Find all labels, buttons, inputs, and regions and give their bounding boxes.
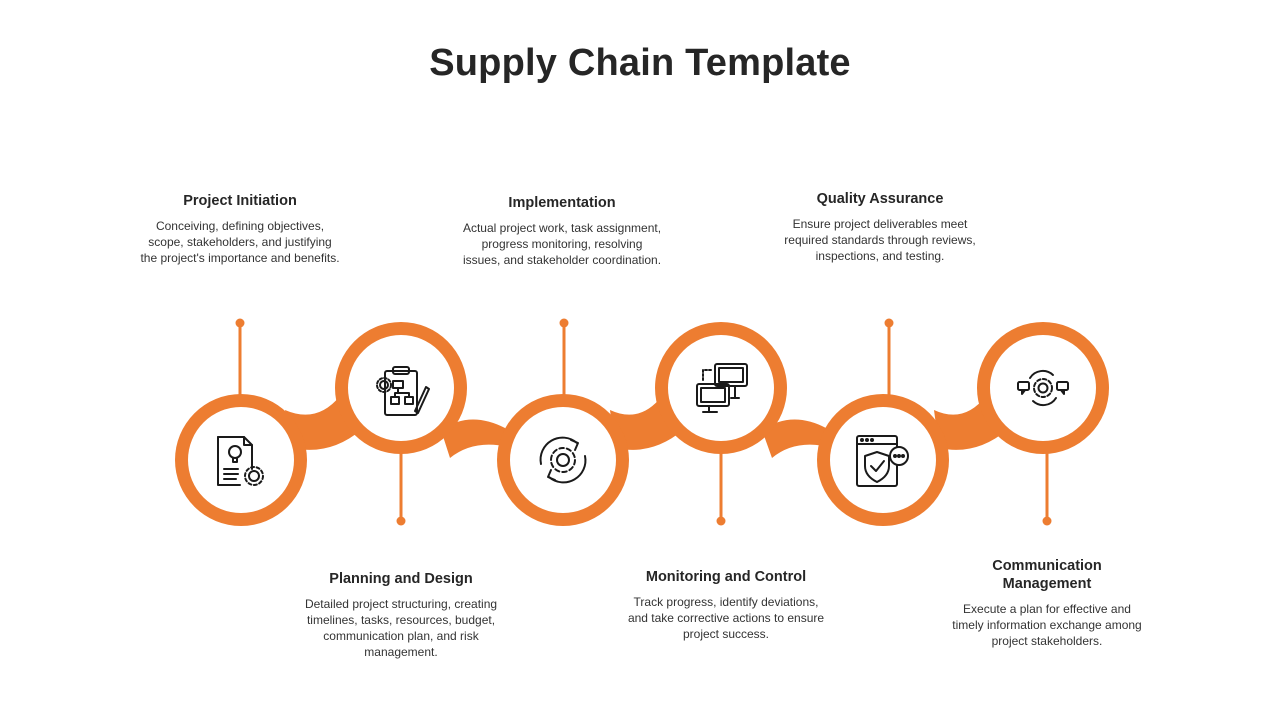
step-description: Execute a plan for effective and timely … <box>952 602 1142 648</box>
step-description: Actual project work, task assignment, pr… <box>462 221 662 267</box>
chain-bridge-2 <box>441 419 512 458</box>
connector-dot-2 <box>396 516 406 526</box>
step-planning-design: Planning and Design Detailed project str… <box>292 570 510 660</box>
step-heading: Monitoring and Control <box>645 569 807 585</box>
chat-gear-icon <box>1017 369 1069 407</box>
page-title: Supply Chain Template <box>429 42 851 84</box>
step-implementation: Implementation Actual project work, task… <box>462 194 662 268</box>
connector-dot-5 <box>884 318 894 328</box>
step-heading: Planning and Design <box>329 571 473 587</box>
shield-check-browser-icon <box>856 435 909 487</box>
connector-dot-1 <box>235 318 245 328</box>
step-heading: Communication Management <box>992 558 1102 592</box>
step-description: Detailed project structuring, creating t… <box>304 597 498 659</box>
connector-dot-3 <box>559 318 569 328</box>
clipboard-flowchart-icon <box>376 366 430 416</box>
step-heading: Implementation <box>508 195 616 211</box>
step-project-initiation: Project Initiation Conceiving, defining … <box>140 192 340 266</box>
document-lightbulb-gear-icon <box>217 436 264 486</box>
step-description: Conceiving, defining objectives, scope, … <box>140 219 340 265</box>
monitors-network-icon <box>696 363 748 413</box>
step-heading: Project Initiation <box>183 193 297 209</box>
step-monitoring-control: Monitoring and Control Track progress, i… <box>626 568 826 642</box>
connector-dot-6 <box>1042 516 1052 526</box>
step-heading: Quality Assurance <box>816 191 944 207</box>
step-description: Ensure project deliverables meet require… <box>784 217 976 263</box>
step-description: Track progress, identify deviations, and… <box>627 595 825 641</box>
connector-dot-4 <box>716 516 726 526</box>
step-communication-management: Communication Management Execute a plan … <box>950 557 1144 649</box>
gear-cycle-icon <box>539 436 587 484</box>
chain-bridge-4 <box>762 419 833 458</box>
step-quality-assurance: Quality Assurance Ensure project deliver… <box>780 190 980 264</box>
